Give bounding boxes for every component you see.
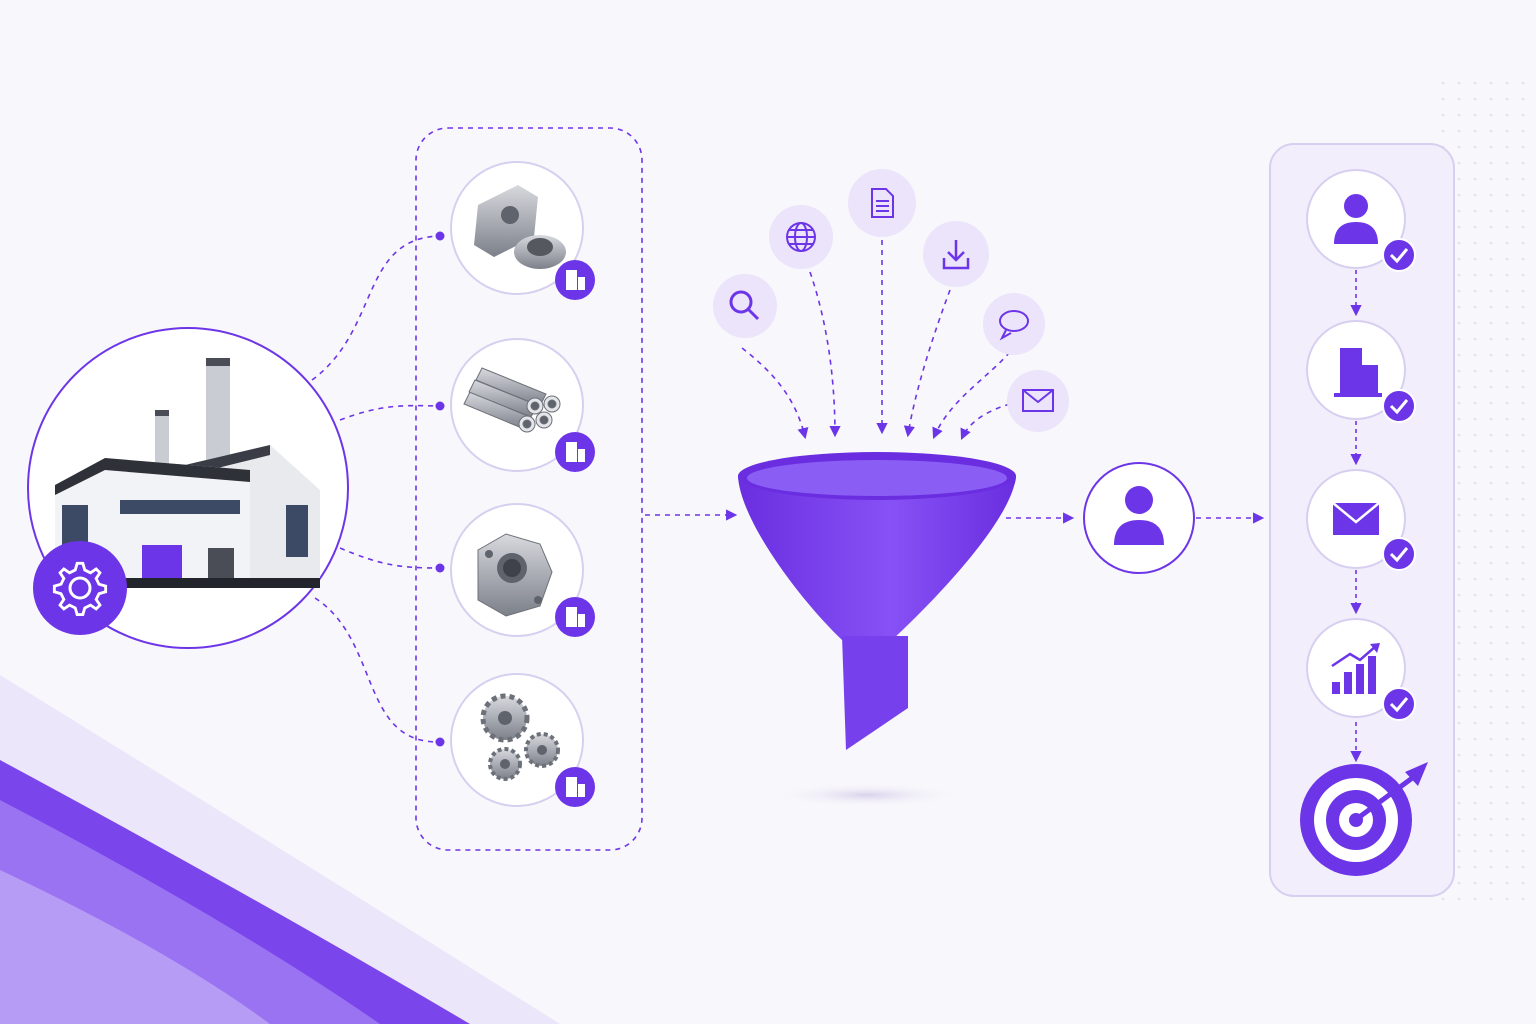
factory-node <box>27 327 349 649</box>
funnel-icon <box>738 452 1016 807</box>
connector-dot <box>435 401 445 411</box>
mail-icon <box>1332 502 1380 535</box>
lead-node[interactable] <box>1083 462 1195 574</box>
channel-document[interactable] <box>848 169 916 237</box>
building-icon <box>566 270 585 290</box>
connector-dot <box>435 563 445 573</box>
check-icon <box>1389 248 1409 264</box>
globe-icon <box>786 222 816 252</box>
channel-download[interactable] <box>923 221 989 287</box>
user-icon <box>1334 194 1378 244</box>
chat-icon <box>999 310 1029 341</box>
valve-housing-icon <box>477 533 553 617</box>
building-icon <box>1334 348 1382 397</box>
target-icon <box>1300 762 1428 876</box>
search-icon <box>729 290 760 321</box>
connector-dot <box>435 737 445 747</box>
document-icon <box>871 188 894 218</box>
channel-email[interactable] <box>1007 370 1069 432</box>
channel-web[interactable] <box>769 205 833 269</box>
pipeline-step-company[interactable] <box>1306 320 1416 423</box>
product-node[interactable] <box>450 161 595 300</box>
check-icon <box>1389 399 1409 415</box>
growth-chart-icon <box>1331 643 1380 694</box>
download-icon <box>942 240 970 270</box>
building-icon <box>566 607 585 627</box>
connector-dot <box>435 231 445 241</box>
channel-search[interactable] <box>713 274 777 338</box>
pipeline-step-contact[interactable] <box>1306 169 1416 272</box>
channel-arrows <box>741 240 1011 441</box>
user-icon <box>1114 486 1164 545</box>
channel-chat[interactable] <box>983 293 1045 355</box>
background-decoration <box>0 80 1536 1024</box>
source-connectors <box>311 235 439 743</box>
product-node[interactable] <box>450 338 595 472</box>
product-node[interactable] <box>450 503 595 637</box>
steel-pipes-icon <box>463 367 561 433</box>
pipeline-step-outreach[interactable] <box>1306 469 1416 571</box>
pipeline-step-growth[interactable] <box>1306 618 1416 721</box>
brackets-part-icon <box>474 185 566 269</box>
building-icon <box>566 442 585 462</box>
products-panel <box>415 127 643 851</box>
building-icon <box>566 777 585 797</box>
gears-icon <box>480 693 560 781</box>
check-icon <box>1389 547 1409 563</box>
check-icon <box>1389 697 1409 713</box>
gear-icon <box>52 561 108 617</box>
goal-node[interactable] <box>1300 762 1428 876</box>
factory-icon <box>55 358 320 588</box>
mail-icon <box>1022 389 1054 412</box>
product-node[interactable] <box>450 673 595 807</box>
